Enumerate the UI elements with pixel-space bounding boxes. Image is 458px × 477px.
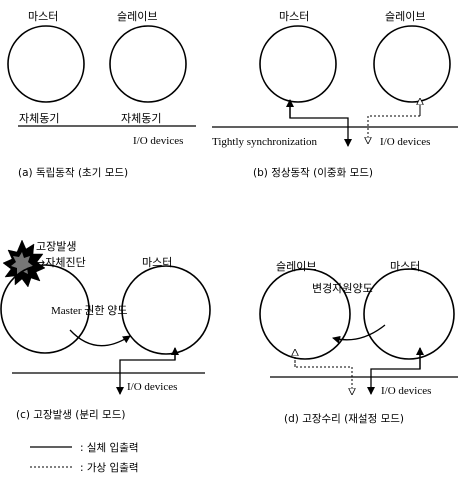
master-node: [259, 25, 337, 103]
resource-handover-arrow: [332, 324, 386, 344]
fault-burst-core: [11, 252, 33, 275]
io-devices-label: I/O devices: [381, 385, 431, 397]
self-diagnosis-label: →자체진단: [36, 256, 86, 269]
io-devices-label: I/O devices: [133, 135, 183, 147]
io-devices-label: I/O devices: [127, 381, 177, 393]
self-sync-left: 자체동기: [19, 112, 59, 125]
panel-c-caption: (c) 고장발생 (분리 모드): [16, 409, 125, 421]
fault-label: 고장발생: [36, 240, 76, 253]
panel-d: 슬레이브 마스터 변경자원양도 I/O devices (d) 고장수리 (재설…: [259, 260, 458, 425]
panel-c: 고장발생 →자체진단 마스터 Master 권한 양도 I/O devices …: [0, 239, 211, 421]
master-node: [7, 25, 85, 103]
tight-sync-label: Tightly synchronization: [212, 136, 318, 148]
legend-virtual-label: : 가상 입출력: [80, 461, 139, 474]
master-node: [121, 265, 211, 355]
resource-change-label: 변경자원양도: [312, 282, 373, 295]
io-devices-label: I/O devices: [380, 136, 430, 148]
panel-d-caption: (d) 고장수리 (재설정 모드): [284, 413, 404, 425]
master-label: 마스터: [28, 10, 58, 23]
panel-a: 마스터 슬레이브 자체동기 자체동기 I/O devices (a) 독립동작 …: [7, 10, 196, 179]
virtual-io-arrow-down: [294, 360, 352, 394]
master-node: [363, 268, 455, 360]
failed-node: [0, 264, 90, 354]
master-label: 마스터: [279, 10, 309, 23]
legend: : 실체 입출력 : 가상 입출력: [30, 441, 139, 474]
handover-label: Master 권한 양도: [51, 304, 128, 317]
slave-node: [259, 268, 351, 360]
panel-a-caption: (a) 독립동작 (초기 모드): [18, 166, 128, 179]
panel-b: 마스터 슬레이브 Tightly synchronization I/O dev…: [212, 10, 458, 179]
slave-label: 슬레이브: [117, 10, 157, 23]
slave-node: [373, 25, 451, 103]
slave-node: [109, 25, 187, 103]
handover-arrow: [69, 329, 131, 347]
legend-real-label: : 실체 입출력: [80, 441, 139, 454]
panel-b-caption: (b) 정상동작 (이중화 모드): [253, 167, 373, 179]
slave-label: 슬레이브: [385, 10, 425, 23]
self-sync-right: 자체동기: [121, 112, 161, 125]
slave-label: 슬레이브: [276, 260, 316, 273]
